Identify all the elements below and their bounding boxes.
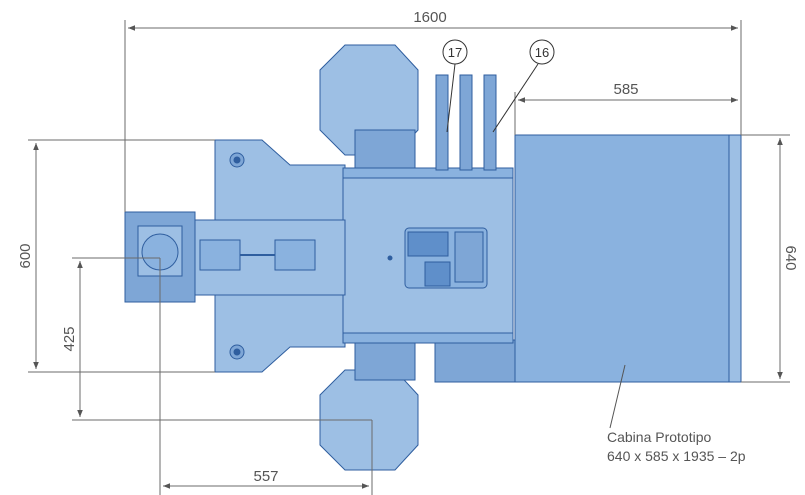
cabin-side-panel (728, 134, 742, 383)
caption-leader (609, 364, 626, 429)
panel-window (454, 231, 484, 283)
torch-group (435, 74, 497, 171)
callout-16: 16 (492, 39, 555, 133)
torch-nozzle (435, 74, 449, 171)
caption-line-2: 640 x 585 x 1935 – 2p (607, 448, 746, 464)
panel-block (407, 231, 449, 257)
torch-nozzle (459, 74, 473, 171)
cabin-body (514, 134, 730, 383)
callout-17: 17 (442, 39, 468, 133)
dim-1600-label: 1600 (413, 9, 446, 26)
callout-circle (442, 39, 468, 65)
callout-number: 16 (535, 45, 549, 60)
housing-top-rail (342, 167, 514, 179)
dim-585-label: 585 (613, 81, 638, 98)
arm-clamp (274, 239, 316, 271)
callout-leader (492, 63, 539, 133)
housing-bottom-rail (342, 332, 514, 344)
dim-557-label: 557 (253, 468, 278, 485)
callout-number: 17 (448, 45, 462, 60)
lower-box (434, 339, 516, 383)
machine-top-view (124, 44, 742, 471)
callout-circle (529, 39, 555, 65)
callout-leader (446, 63, 456, 133)
housing-pin (387, 255, 393, 261)
arm-clamp (199, 239, 241, 271)
panel-block (424, 261, 451, 287)
lower-column (354, 339, 416, 381)
dim-600-label: 600 (17, 243, 34, 268)
bolt-center (233, 156, 241, 164)
dim-640-label: 640 (782, 245, 799, 270)
bolt-center (233, 348, 241, 356)
torch-nozzle (483, 74, 497, 171)
dimension-lines (28, 20, 790, 495)
dim-425-label: 425 (61, 326, 78, 351)
caption-line-1: Cabina Prototipo (607, 429, 712, 445)
